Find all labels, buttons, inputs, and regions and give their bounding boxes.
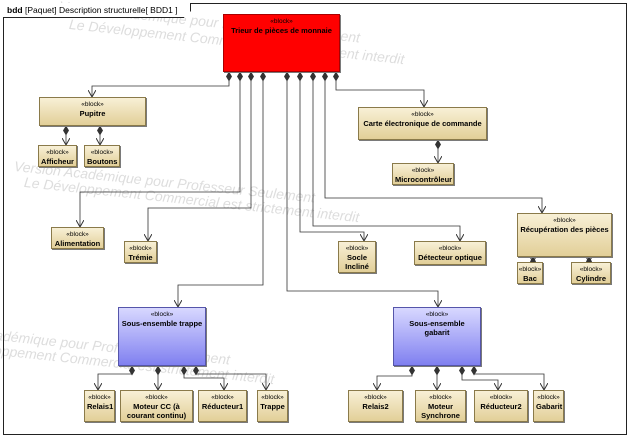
block-alimentation[interactable]: «block» Alimentation	[51, 227, 104, 249]
block-carte[interactable]: «block» Carte électronique de commande	[358, 107, 487, 140]
block-name: Sous-ensemble gabarit	[409, 319, 465, 337]
link-trieur-tremie	[148, 72, 251, 241]
block-trappe[interactable]: «block» Trappe	[257, 390, 288, 422]
link-trieur-carte	[336, 72, 424, 107]
diagram-kind: bdd	[7, 5, 23, 15]
block-trieur[interactable]: «block» Trieur de pièces de monnaie	[223, 14, 340, 72]
link-gabarit-gabarit	[474, 366, 544, 390]
block-name: Relais1	[87, 402, 114, 411]
block-name: Réducteur2	[480, 402, 522, 411]
stereotype-label: «block»	[537, 394, 560, 401]
stereotype-label: «block»	[145, 394, 168, 401]
block-recuperation[interactable]: «block» Récupération des pièces	[517, 213, 612, 257]
block-detecteur[interactable]: «block» Détecteur optique	[414, 241, 486, 265]
link-trieur-detecteur	[313, 72, 460, 241]
stereotype-label: «block»	[129, 245, 152, 252]
block-name: Relais2	[362, 402, 389, 411]
block-micro[interactable]: «block» Microcontrôleur	[392, 163, 454, 185]
stereotype-label: «block»	[518, 266, 542, 273]
stereotype-label: «block»	[579, 266, 603, 273]
block-boutons[interactable]: «block» Boutons	[84, 145, 120, 167]
stereotype-label: «block»	[489, 394, 513, 401]
link-trappe-trappe	[196, 366, 266, 390]
block-name: Bac	[523, 274, 537, 283]
block-name: Réducteur1	[201, 402, 244, 411]
block-relais2[interactable]: «block» Relais2	[348, 390, 403, 422]
block-name: Microcontrôleur	[395, 175, 453, 184]
link-trappe-relais1	[98, 366, 132, 390]
diagram-name: [ BDD1 ]	[145, 5, 178, 15]
block-trappe-ensemble[interactable]: «block» Sous-ensemble trappe	[118, 307, 206, 366]
stereotype-label: «block»	[429, 394, 452, 401]
stereotype-label: «block»	[345, 245, 369, 252]
stereotype-label: «block»	[425, 311, 449, 318]
link-gabarit-reducteur2	[462, 366, 498, 390]
block-gabarit[interactable]: «block» Gabarit	[533, 390, 564, 422]
diagram-title: Description structurelle	[59, 5, 146, 15]
stereotype-label: «block»	[66, 231, 89, 238]
link-trieur-recuperation	[325, 72, 542, 213]
stereotype-label: «block»	[150, 311, 174, 318]
stereotype-label: «block»	[438, 245, 462, 252]
block-moteur-cc[interactable]: «block» Moteur CC (à courant continu)	[120, 390, 193, 422]
block-moteur-synchrone[interactable]: «block» Moteur Synchrone	[415, 390, 466, 422]
link-trieur-gabarit-ens	[287, 72, 438, 307]
stereotype-label: «block»	[364, 394, 387, 401]
stereotype-label: «block»	[46, 149, 69, 156]
link-trieur-trappe-ens	[178, 72, 263, 307]
block-name: Pupitre	[79, 109, 106, 118]
block-name: Trappe	[260, 402, 285, 411]
stereotype-label: «block»	[553, 217, 576, 224]
stereotype-label: «block»	[261, 394, 284, 401]
stereotype-label: «block»	[90, 149, 114, 156]
block-bac[interactable]: «block» Bac	[517, 262, 543, 284]
stereotype-label: «block»	[411, 167, 435, 174]
block-name: Trémie	[128, 253, 153, 262]
link-trappe-reducteur1	[184, 366, 224, 390]
block-name: Cylindre	[575, 274, 606, 283]
block-reducteur1[interactable]: «block» Réducteur1	[198, 390, 247, 422]
stereotype-label: «block»	[88, 394, 111, 401]
block-name: Détecteur optique	[418, 253, 482, 262]
stereotype-label: «block»	[211, 394, 234, 401]
block-socle[interactable]: «block» Socle Incliné	[338, 241, 376, 273]
block-name: Carte électronique de commande	[363, 119, 482, 128]
block-name: Afficheur	[41, 157, 74, 166]
link-trieur-pupitre	[92, 72, 229, 97]
block-name: Trieur de pièces de monnaie	[231, 26, 332, 35]
block-name: Moteur Synchrone	[421, 402, 460, 420]
block-name: Socle Incliné	[345, 253, 369, 271]
block-name: Récupération des pièces	[520, 225, 609, 234]
diagram-frame	[3, 3, 627, 435]
diagram-package: [Paquet]	[24, 5, 57, 15]
block-pupitre[interactable]: «block» Pupitre	[39, 97, 146, 126]
block-afficheur[interactable]: «block» Afficheur	[38, 145, 77, 167]
block-reducteur2[interactable]: «block» Réducteur2	[474, 390, 528, 422]
stereotype-label: «block»	[411, 111, 434, 118]
diagram-header: bdd [Paquet] Description structurelle[ B…	[3, 3, 191, 18]
block-cylindre[interactable]: «block» Cylindre	[571, 262, 611, 284]
block-name: Gabarit	[536, 402, 563, 411]
block-name: Alimentation	[54, 239, 101, 248]
block-gabarit-ensemble[interactable]: «block» Sous-ensemble gabarit	[393, 307, 481, 366]
stereotype-label: «block»	[270, 18, 293, 25]
block-relais1[interactable]: «block» Relais1	[84, 390, 115, 422]
link-gabarit-relais2	[377, 366, 412, 390]
block-tremie[interactable]: «block» Trémie	[124, 241, 157, 263]
stereotype-label: «block»	[81, 101, 104, 108]
block-name: Sous-ensemble trappe	[121, 319, 203, 328]
link-trieur-socle	[300, 72, 364, 241]
block-name: Boutons	[87, 157, 118, 166]
block-name: Moteur CC (à courant continu)	[126, 402, 187, 420]
